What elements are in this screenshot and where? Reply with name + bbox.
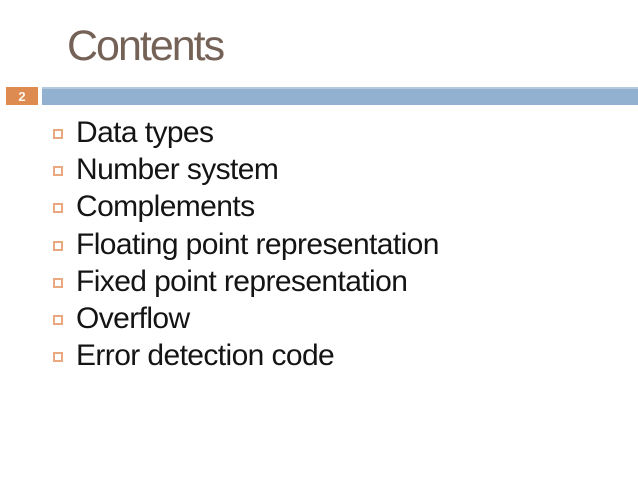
- list-item-label: Floating point representation: [76, 227, 439, 261]
- bullet-square-icon: [53, 166, 63, 177]
- list-item: Overflow: [53, 300, 439, 337]
- slide-number-badge: 2: [6, 87, 38, 105]
- list-item: Error detection code: [53, 337, 439, 374]
- list-item: Complements: [53, 188, 439, 225]
- list-item: Fixed point representation: [53, 263, 439, 300]
- title-underline-bar: [42, 87, 638, 105]
- list-item-label: Overflow: [76, 301, 190, 335]
- list-item-label: Data types: [76, 116, 214, 149]
- contents-list: Data types Number system Complements Flo…: [53, 114, 439, 374]
- list-item-label: Number system: [76, 153, 279, 187]
- list-item-label: Error detection code: [76, 339, 335, 373]
- header-band: 2: [0, 87, 638, 105]
- list-item: Floating point representation: [53, 226, 439, 263]
- list-item: Data types: [53, 114, 439, 151]
- bullet-square-icon: [53, 129, 63, 139]
- bullet-square-icon: [53, 314, 63, 325]
- bullet-square-icon: [53, 240, 63, 251]
- list-item-label: Complements: [76, 190, 255, 224]
- list-item-label: Fixed point representation: [76, 264, 408, 298]
- bullet-square-icon: [53, 352, 63, 363]
- list-item: Number system: [53, 151, 439, 188]
- bullet-square-icon: [53, 203, 63, 214]
- bullet-square-icon: [53, 277, 63, 288]
- page-title: Contents: [67, 22, 225, 70]
